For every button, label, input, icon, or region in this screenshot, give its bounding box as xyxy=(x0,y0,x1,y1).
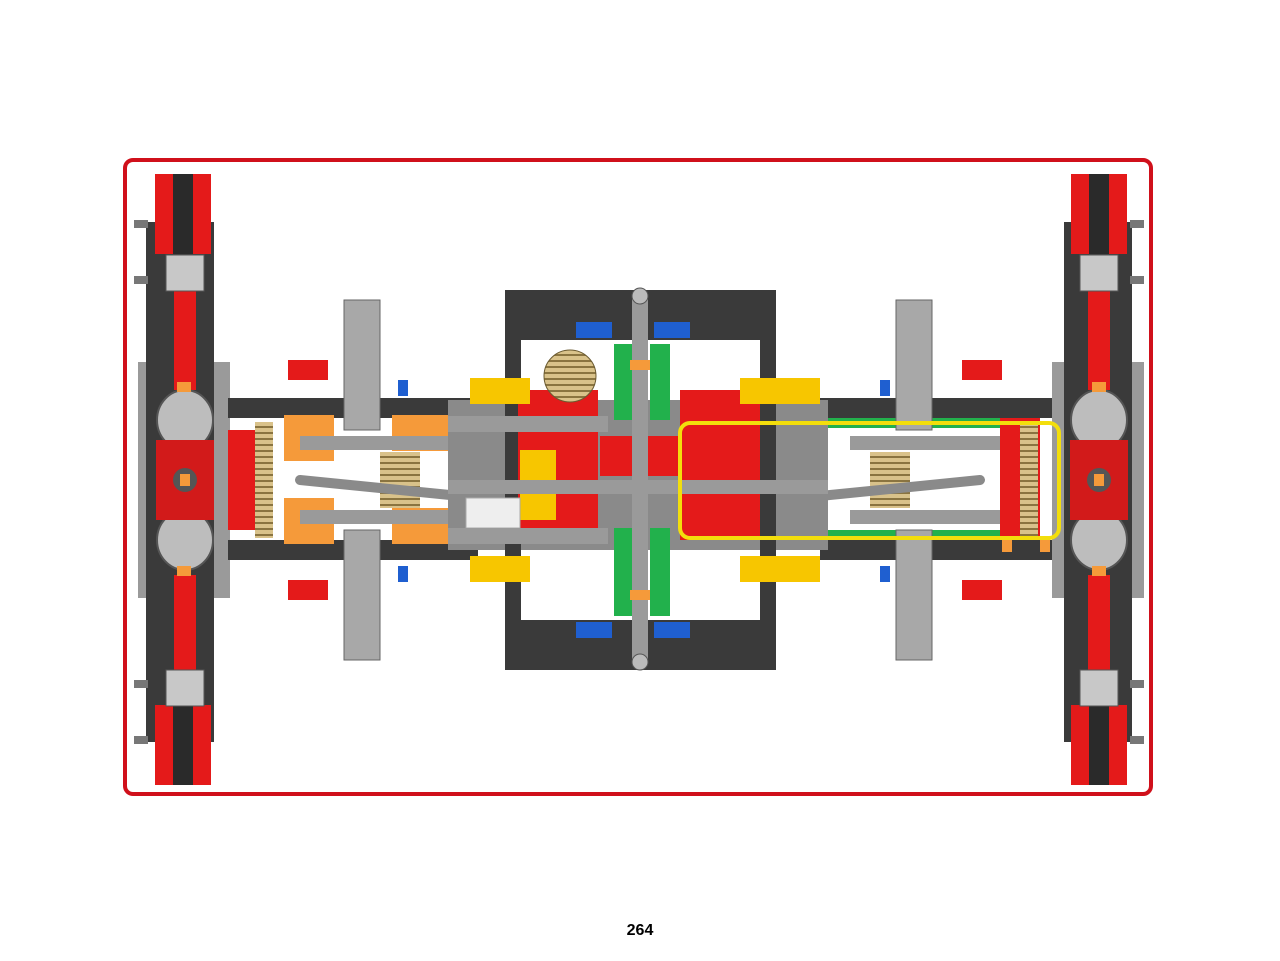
central-yellow-bottom-right xyxy=(740,556,820,582)
right-blue-pin-top xyxy=(880,380,890,396)
right-orange-bush-top xyxy=(1092,382,1106,392)
step-frame xyxy=(123,158,1153,796)
right-lower-hub xyxy=(1079,669,1119,707)
right-orange-pin-1 xyxy=(1002,538,1012,552)
central-yellow-top-left xyxy=(470,378,530,404)
central-turntable-gear xyxy=(543,349,597,403)
left-axle-stub-4 xyxy=(134,736,148,744)
right-red-link-bottom xyxy=(962,580,1002,600)
right-axle-stub-1 xyxy=(1130,220,1144,228)
central-blue-brick-bottom-right xyxy=(654,622,690,638)
left-upper-red-beam xyxy=(174,290,196,390)
left-steering-upright-bottom xyxy=(343,529,381,661)
right-upper-hub xyxy=(1079,254,1119,292)
left-orange-bush-mid xyxy=(180,474,190,486)
left-gray-link-top xyxy=(300,436,450,450)
left-gear-cluster xyxy=(380,452,420,508)
right-gray-link-bottom xyxy=(850,510,1000,524)
right-lower-red-beam xyxy=(1088,575,1110,675)
right-dark-crossbar-bottom xyxy=(820,540,1052,560)
highlight-callout-box xyxy=(678,421,1061,540)
left-steering-upright-top xyxy=(343,299,381,431)
central-orange-bush-top xyxy=(630,360,650,370)
right-orange-bush-bottom xyxy=(1092,566,1106,576)
left-axle-stub-3 xyxy=(134,680,148,688)
right-steering-upright-top xyxy=(895,299,933,431)
left-upper-hub xyxy=(165,254,205,292)
central-white-block xyxy=(465,497,521,529)
left-axle-stub-2 xyxy=(134,276,148,284)
right-red-link-top xyxy=(962,360,1002,380)
right-bottom-dark-core xyxy=(1089,705,1109,785)
left-orange-bush-top xyxy=(177,382,191,392)
right-gear-cluster xyxy=(870,452,910,508)
right-steering-upright-bottom xyxy=(895,529,933,661)
left-suspension-block xyxy=(228,299,505,661)
central-orange-bush-bottom xyxy=(630,590,650,600)
central-yellow-bottom-left xyxy=(470,556,530,582)
left-red-link-bottom xyxy=(288,580,328,600)
right-blue-pin-bottom xyxy=(880,566,890,582)
left-wheel-assembly xyxy=(134,174,230,785)
right-orange-bush-mid xyxy=(1094,474,1104,486)
central-chassis xyxy=(448,287,828,671)
left-gray-link-bottom xyxy=(300,510,450,524)
right-upper-red-beam xyxy=(1088,290,1110,390)
right-wheel-assembly xyxy=(1052,174,1144,785)
left-tan-gear-rack xyxy=(255,422,273,538)
central-blue-brick-top-right xyxy=(654,322,690,338)
left-bottom-dark-core xyxy=(173,705,193,785)
page-number: 264 xyxy=(626,922,654,939)
right-dark-crossbar xyxy=(820,398,1052,418)
right-tan-gear-rack xyxy=(1020,422,1038,538)
left-lower-red-beam xyxy=(174,575,196,675)
central-green-lower-left xyxy=(614,528,634,616)
right-axle-stub-4 xyxy=(1130,736,1144,744)
central-gray-crossbar-bottom xyxy=(448,528,608,544)
central-green-lower-right xyxy=(650,528,670,616)
right-orange-pin-2 xyxy=(1040,538,1050,552)
left-blue-pin-bottom xyxy=(398,566,408,582)
central-green-upper-left xyxy=(614,344,634,420)
central-horizontal-bar xyxy=(448,480,828,494)
central-blue-brick-top-left xyxy=(576,322,612,338)
left-red-link-top xyxy=(288,360,328,380)
left-top-dark-core xyxy=(173,174,193,254)
right-axle-stub-2 xyxy=(1130,276,1144,284)
central-blue-brick-bottom-left xyxy=(576,622,612,638)
right-top-dark-core xyxy=(1089,174,1109,254)
right-gray-link-top xyxy=(850,436,1000,450)
central-red-core-right xyxy=(680,390,760,540)
left-axle-stub-1 xyxy=(134,220,148,228)
central-green-upper-right xyxy=(650,344,670,420)
left-blue-pin-top xyxy=(398,380,408,396)
central-gray-crossbar-top xyxy=(448,416,608,432)
central-vertical-axle xyxy=(632,294,648,664)
left-orange-bush-bottom xyxy=(177,566,191,576)
right-axle-stub-3 xyxy=(1130,680,1144,688)
central-yellow-top-right xyxy=(740,378,820,404)
left-lower-hub xyxy=(165,669,205,707)
central-top-pin xyxy=(631,287,649,305)
central-bottom-pin xyxy=(631,653,649,671)
